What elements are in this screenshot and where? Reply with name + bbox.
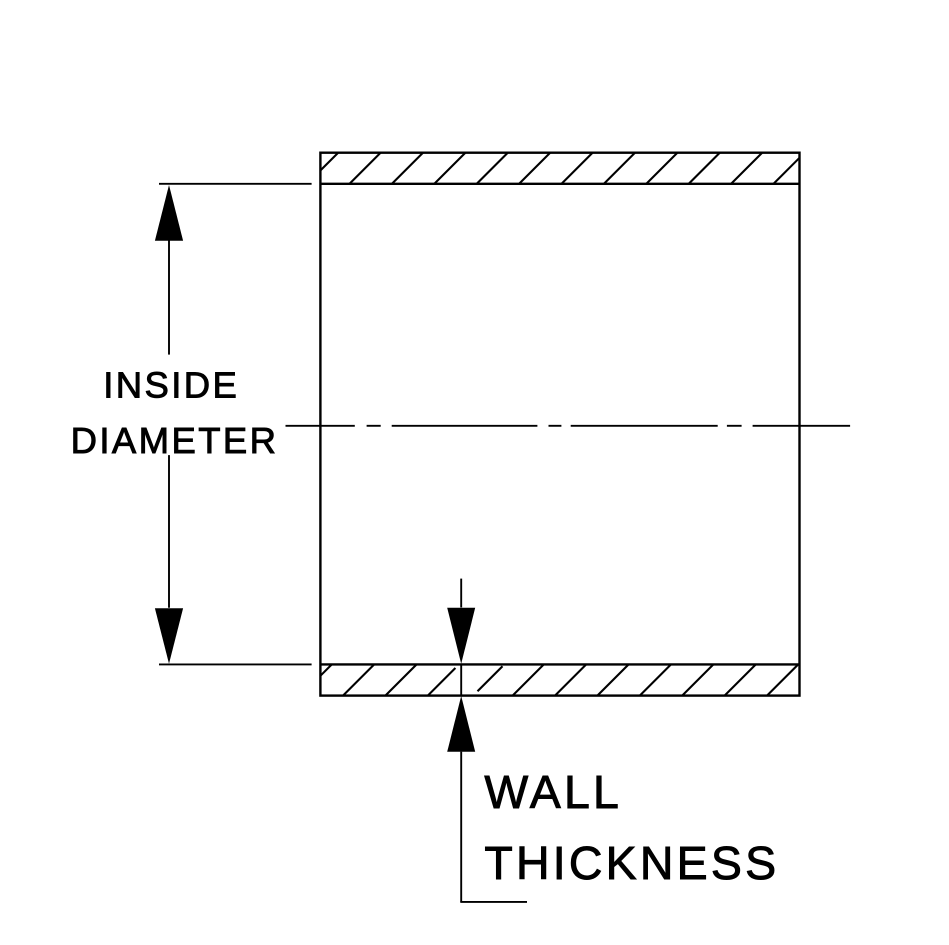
svg-text:INSIDE: INSIDE [103, 364, 239, 405]
svg-text:THICKNESS: THICKNESS [484, 837, 779, 889]
svg-text:DIAMETER: DIAMETER [71, 420, 279, 461]
svg-text:WALL: WALL [484, 766, 622, 818]
